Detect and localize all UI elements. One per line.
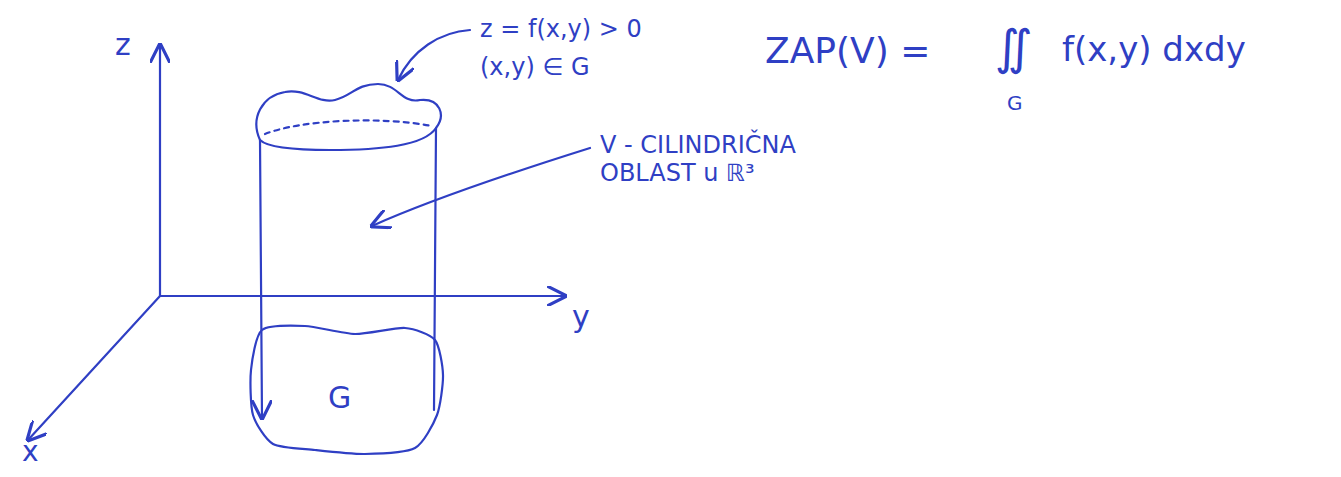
x-axis — [28, 296, 160, 440]
cylinder-side — [260, 140, 262, 418]
integrand: f(x,y) dxdy — [1062, 30, 1246, 69]
leader-line — [398, 30, 470, 80]
region-name: G — [328, 383, 351, 413]
y-axis — [160, 295, 565, 297]
region-outline-path — [250, 326, 443, 454]
volume-formula: ZAP(V) = — [765, 30, 930, 71]
axis-label: x — [22, 436, 39, 468]
surface-top — [256, 84, 440, 150]
double-integral-sign: ∬ — [995, 20, 1033, 75]
cylinder-side — [434, 128, 436, 410]
z-axis — [159, 45, 161, 296]
surface-hidden-edge — [265, 120, 432, 134]
surface-equation: z = f(x,y) > 0 — [480, 16, 642, 44]
axis-label: z — [115, 28, 131, 63]
integral-domain: G — [1007, 92, 1023, 115]
base-region: G — [245, 320, 450, 460]
region-note: V - CILINDRIČNA OBLAST u ℝ³ — [600, 132, 840, 187]
leader-line — [372, 148, 590, 226]
domain-condition: (x,y) ∈ G — [480, 54, 590, 82]
axis-label: y — [572, 300, 590, 335]
